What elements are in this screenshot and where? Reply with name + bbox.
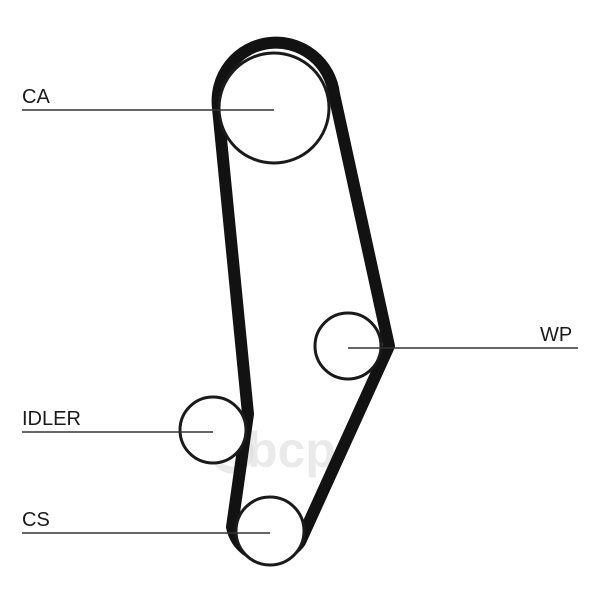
cs-label: CS (22, 509, 50, 531)
camshaft-pulley (217, 51, 331, 165)
wp-label: WP (540, 324, 572, 346)
ca-label: CA (22, 86, 50, 108)
water-pump-pulley (313, 311, 383, 381)
idler-pulley (178, 395, 248, 465)
crankshaft-pulley (234, 495, 306, 567)
idler-label: IDLER (22, 408, 81, 430)
watermark-text-display: bcp (247, 422, 336, 478)
